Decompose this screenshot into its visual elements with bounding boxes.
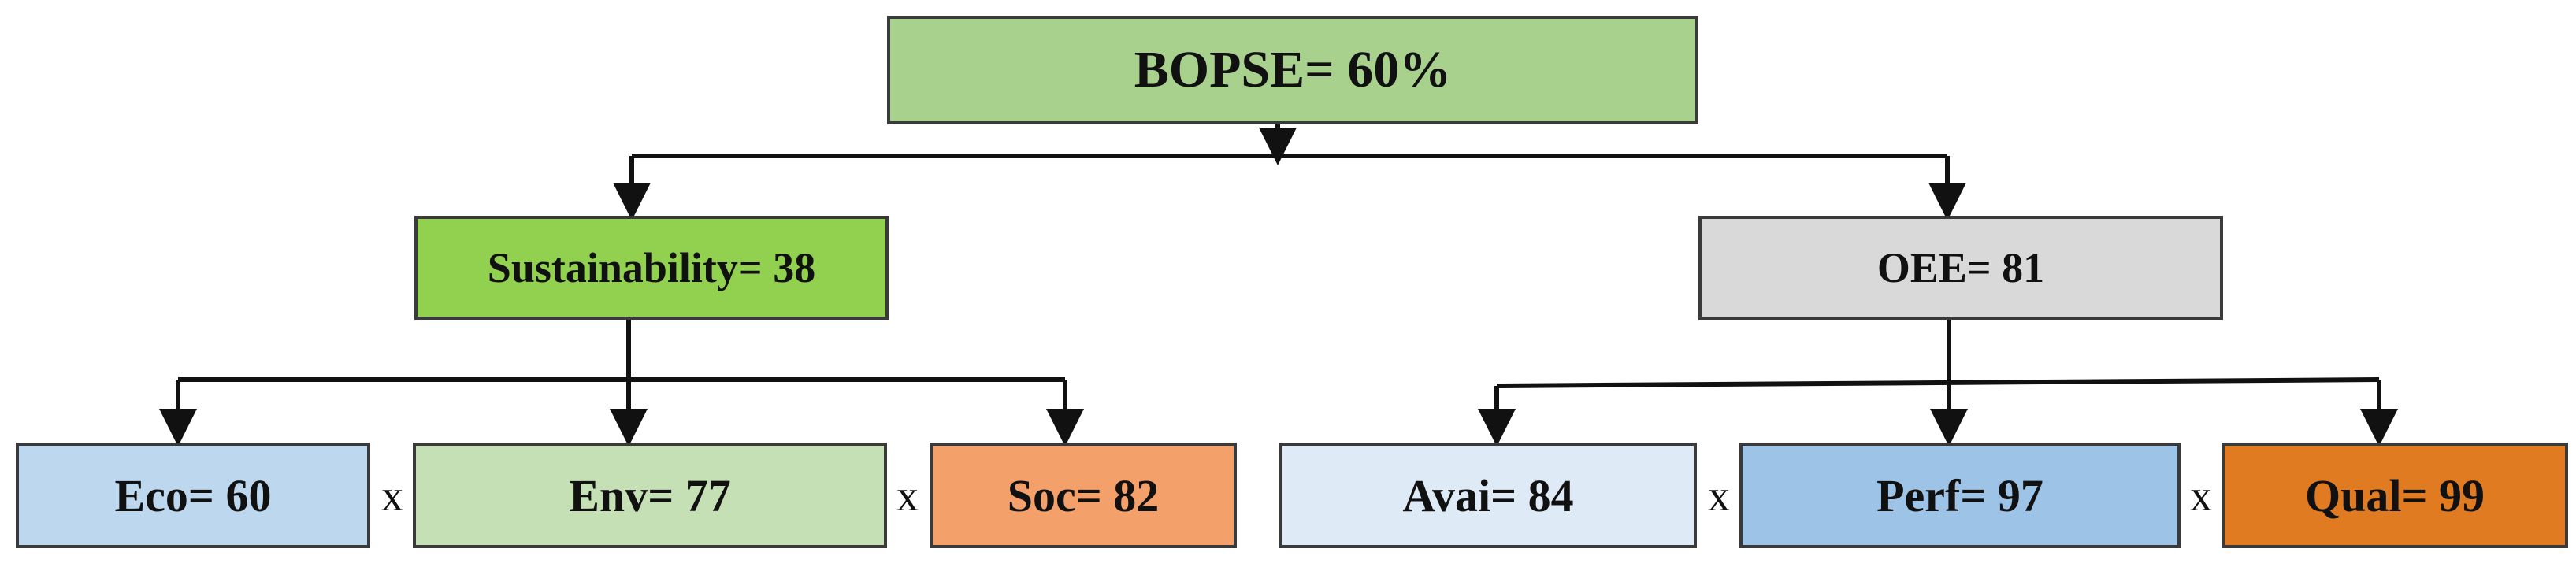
qual-node: Qual= 99	[2222, 443, 2568, 548]
multiply-operator: x	[1708, 472, 1730, 521]
oee-label: OEE= 81	[1876, 244, 2045, 291]
multiply-operator: x	[2190, 472, 2212, 521]
env-node: Env= 77	[413, 443, 887, 548]
root-label: BOPSE= 60%	[1134, 41, 1452, 98]
root-node: BOPSE= 60%	[887, 16, 1698, 124]
avai-label: Avai= 84	[1402, 469, 1574, 521]
env-label: Env= 77	[569, 469, 731, 521]
eco-node: Eco= 60	[16, 443, 370, 548]
soc-node: Soc= 82	[930, 443, 1237, 548]
qual-label: Qual= 99	[2304, 469, 2485, 521]
multiply-operator: x	[896, 472, 919, 521]
multiply-operator: x	[381, 472, 403, 521]
soc-label: Soc= 82	[1007, 469, 1160, 521]
oee-node: OEE= 81	[1698, 216, 2223, 320]
perf-label: Perf= 97	[1876, 469, 2043, 521]
eco-label: Eco= 60	[114, 469, 272, 521]
connector-oee-bar	[1496, 377, 2380, 388]
avai-node: Avai= 84	[1279, 443, 1697, 548]
perf-node: Perf= 97	[1739, 443, 2181, 548]
sustainability-label: Sustainability= 38	[487, 244, 816, 291]
sustainability-node: Sustainability= 38	[414, 216, 889, 320]
